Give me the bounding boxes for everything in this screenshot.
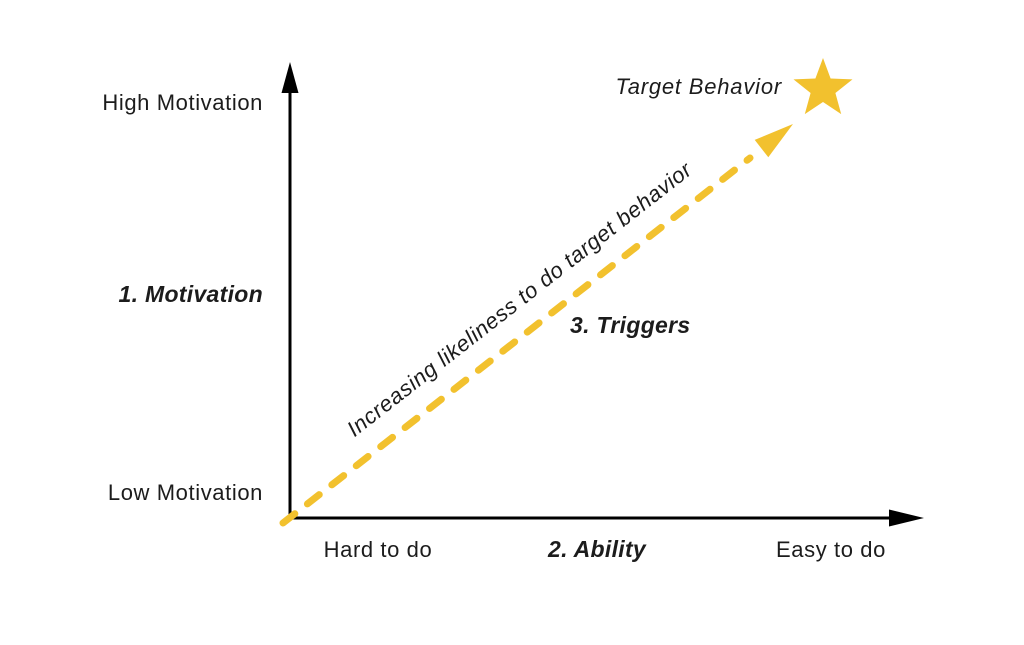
easy-to-do-label: Easy to do bbox=[776, 537, 886, 562]
high-motivation-label: High Motivation bbox=[102, 90, 263, 115]
low-motivation-label: Low Motivation bbox=[108, 480, 263, 505]
motivation-factor-label: 1. Motivation bbox=[119, 281, 263, 307]
target-behavior-label: Target Behavior bbox=[615, 74, 782, 99]
ability-factor-label: 2. Ability bbox=[547, 536, 647, 562]
likelihood-arrowhead-icon bbox=[754, 124, 793, 158]
hard-to-do-label: Hard to do bbox=[324, 537, 433, 562]
x-axis-arrowhead-icon bbox=[889, 509, 924, 527]
star-icon bbox=[793, 58, 853, 115]
arrow-caption-label: Increasing likeliness to do target behav… bbox=[342, 156, 698, 441]
triggers-factor-label: 3. Triggers bbox=[570, 312, 690, 338]
likelihood-dashed-line bbox=[279, 154, 754, 527]
y-axis-arrowhead-icon bbox=[281, 62, 299, 93]
